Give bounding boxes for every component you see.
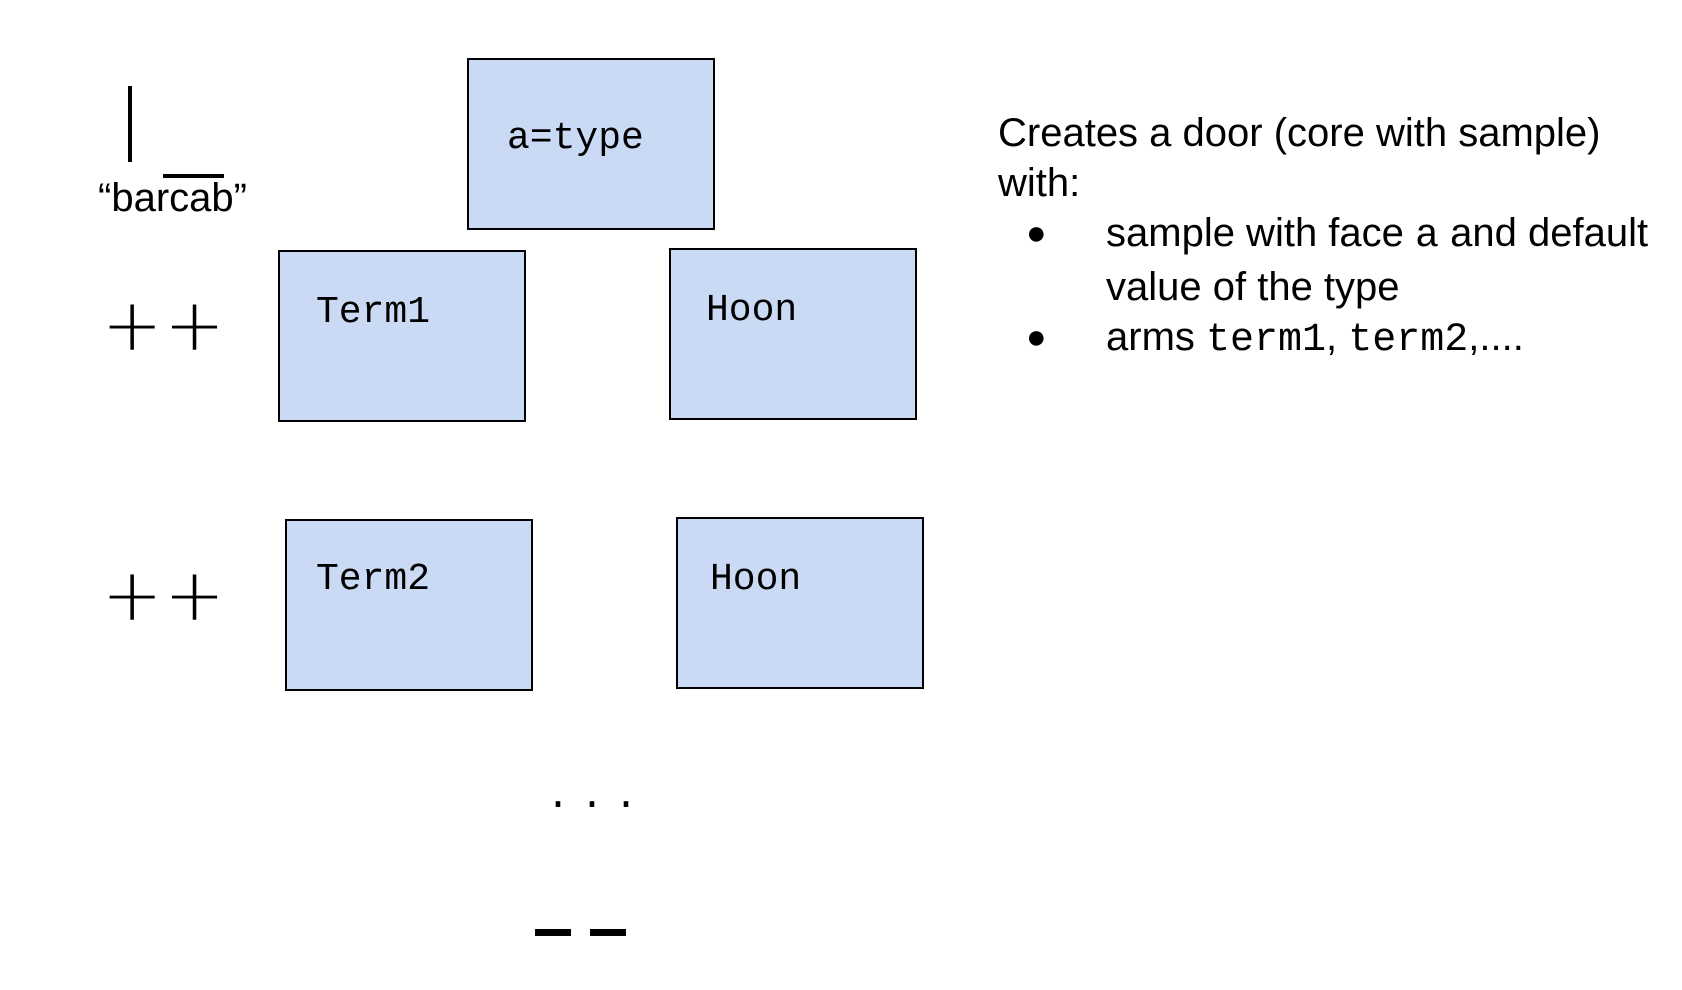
arm2-hoon-label: Hoon — [710, 558, 802, 601]
item2-separator: , — [1326, 315, 1349, 359]
sample-box-label: a=type — [507, 117, 644, 160]
item1-code: a — [1415, 214, 1440, 259]
arm1-term-label: Term1 — [316, 291, 431, 334]
description-intro: Creates a door (core with sample) with: — [998, 111, 1601, 205]
item2-code-term2: term2 — [1348, 318, 1469, 363]
rune-name: “barcab” — [98, 176, 247, 220]
item2-prefix: arms — [1106, 315, 1206, 359]
arm1-marker: ++ — [102, 283, 227, 367]
bullet-icon: ● — [1026, 318, 1047, 356]
arm2-term-label: Term2 — [316, 558, 431, 601]
sample-box: a=type — [467, 58, 715, 230]
arm1-hoon-box: Hoon — [669, 248, 917, 420]
terminator-dash-right — [590, 929, 626, 936]
list-item: ● arms term1, term2,.... — [998, 312, 1658, 366]
description-list: ● sample with face a and default value o… — [998, 208, 1658, 366]
arm2-term-box: Term2 — [285, 519, 533, 691]
description: Creates a door (core with sample) with: … — [998, 108, 1658, 366]
rune-bar-glyph — [128, 86, 132, 162]
item2-suffix: ,.... — [1468, 315, 1524, 359]
arm1-hoon-label: Hoon — [706, 289, 798, 332]
bullet-icon: ● — [1026, 214, 1047, 252]
item1-suffix: and default value of the type — [1106, 211, 1649, 309]
arm1-term-box: Term1 — [278, 250, 526, 422]
continuation-dots: ... — [546, 775, 649, 820]
terminator-dash-left — [535, 929, 571, 936]
item1-prefix: sample with face — [1106, 211, 1416, 255]
list-item: ● sample with face a and default value o… — [998, 208, 1658, 312]
arm2-marker: ++ — [102, 553, 227, 637]
rune-cab-glyph — [163, 174, 224, 178]
item2-code-term1: term1 — [1206, 318, 1327, 363]
arm2-hoon-box: Hoon — [676, 517, 924, 689]
